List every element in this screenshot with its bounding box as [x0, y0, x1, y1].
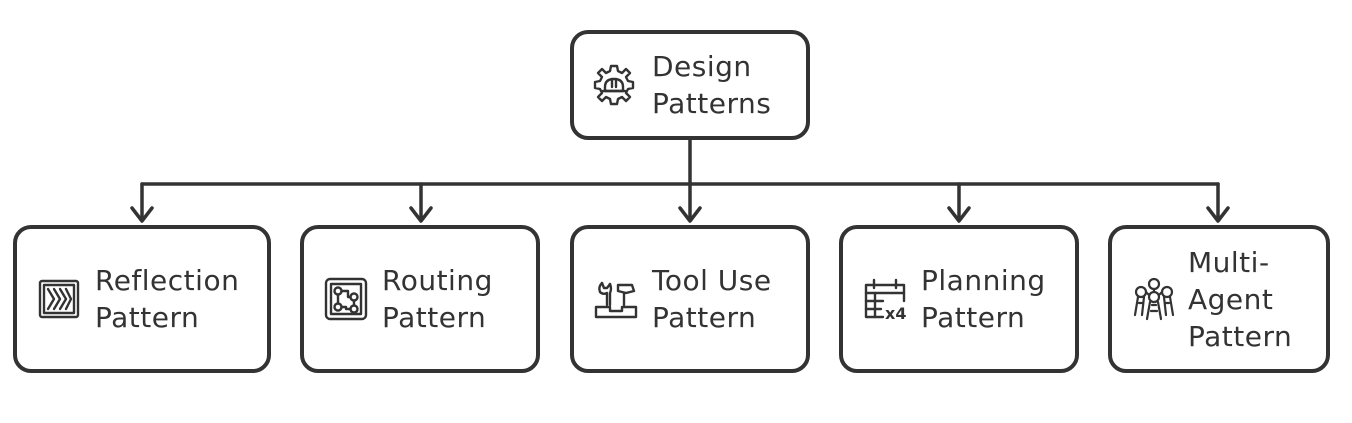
- routing-pattern-node[interactable]: Routing Pattern: [300, 225, 540, 373]
- multi-agent-label-line-2: Agent: [1188, 282, 1274, 316]
- design-patterns-label-line-2: Patterns: [652, 87, 772, 120]
- reflection-icon: [35, 275, 83, 323]
- routing-pattern-label: Routing Pattern: [382, 262, 493, 336]
- arrowhead-4: [947, 206, 971, 223]
- tool-use-pattern-label: Tool Use Pattern: [652, 262, 772, 336]
- routing-label-line-1: Routing: [382, 264, 493, 297]
- multi-agent-pattern-label: Multi- Agent Pattern: [1188, 244, 1292, 355]
- planning-pattern-label: Planning Pattern: [921, 262, 1046, 336]
- multi-agent-label-line-1: Multi-: [1188, 245, 1270, 279]
- planning-label-line-1: Planning: [921, 264, 1046, 297]
- routing-label-line-2: Pattern: [382, 301, 487, 334]
- tools-icon: [592, 275, 640, 323]
- reflection-pattern-node[interactable]: Reflection Pattern: [13, 225, 271, 373]
- arrowhead-3: [678, 206, 702, 223]
- multi-agent-label-line-3: Pattern: [1188, 319, 1293, 353]
- gear-with-helmet-icon: [590, 61, 638, 109]
- routing-icon: [322, 275, 370, 323]
- reflection-label-line-2: Pattern: [95, 301, 200, 334]
- design-patterns-node[interactable]: Design Patterns: [570, 30, 810, 140]
- calendar-multiplier-badge: x4: [885, 304, 906, 323]
- reflection-pattern-label: Reflection Pattern: [95, 262, 239, 336]
- design-patterns-label-line-1: Design: [652, 50, 752, 83]
- arrowhead-2: [409, 206, 433, 223]
- calendar-icon: x4: [861, 275, 909, 323]
- tool-use-pattern-node[interactable]: Tool Use Pattern: [570, 225, 810, 373]
- tool-use-label-line-1: Tool Use: [652, 264, 772, 297]
- reflection-label-line-1: Reflection: [95, 264, 240, 297]
- arrowhead-1: [130, 206, 154, 223]
- planning-pattern-node[interactable]: x4 Planning Pattern: [839, 225, 1079, 373]
- multi-agent-icon: [1130, 275, 1178, 323]
- arrowhead-5: [1206, 206, 1230, 223]
- planning-label-line-2: Pattern: [921, 301, 1026, 334]
- design-patterns-label: Design Patterns: [652, 48, 771, 122]
- multi-agent-pattern-node[interactable]: Multi- Agent Pattern: [1108, 225, 1330, 373]
- tool-use-label-line-2: Pattern: [652, 301, 757, 334]
